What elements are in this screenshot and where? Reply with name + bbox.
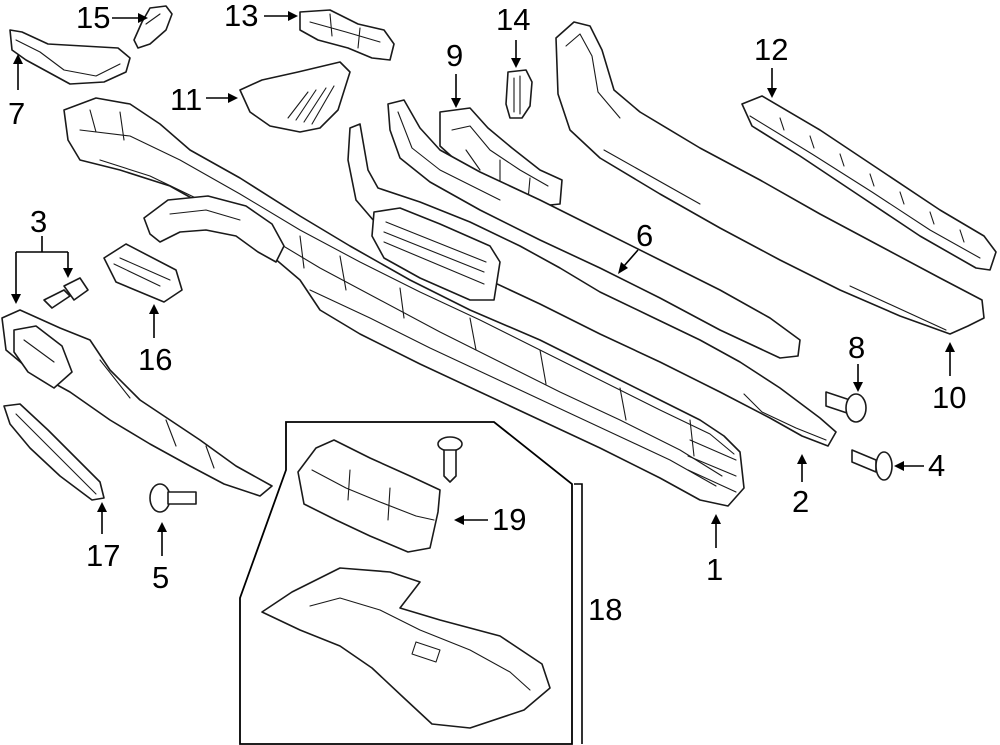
callout-19: 19 [492,502,526,537]
part-12-side-rail [741,95,997,271]
callout-2: 2 [792,484,809,519]
steering-column-shroud [143,195,285,263]
callout-10: 10 [932,380,966,415]
part-18-lower-cover [261,567,551,729]
callout-15: 15 [76,0,110,35]
part-19-bracket [297,439,441,553]
part-4-push-pin [851,449,893,481]
part-15-cover-cap [133,5,173,49]
callout-13: 13 [224,0,258,33]
part-11-grille-cover [239,61,351,133]
part-17-knee-bolster [3,403,105,501]
part-16-vent-housing [103,243,183,303]
leader-lines [11,11,955,744]
part-10-upper-panel [555,21,985,335]
callout-3: 3 [30,204,47,239]
callout-11: 11 [170,82,202,117]
callout-6: 6 [636,218,653,253]
part-8-push-pin [825,391,867,423]
callout-17: 17 [86,538,120,573]
part-6-dash-panel [387,99,801,359]
callout-5: 5 [152,560,169,595]
callout-12: 12 [754,32,788,67]
part-3-screw [43,277,89,309]
callout-14: 14 [496,2,530,37]
part-1-main-beam [63,97,745,507]
part-3-lower-trim-panel [1,309,273,497]
callout-8: 8 [848,330,865,365]
part-14-vent-cap [505,69,533,119]
part-18-detail-frame [239,421,573,745]
part-19-screw [437,436,463,483]
callout-labels: 15 13 14 9 12 7 11 3 6 8 16 10 4 2 19 17… [8,0,966,627]
part-13-bracket [299,9,395,61]
part-7-trim-strip [9,29,131,85]
callout-7: 7 [8,96,25,131]
callout-16: 16 [138,342,172,377]
callout-4: 4 [928,448,945,483]
part-5-push-pin [149,483,197,513]
callout-18: 18 [588,592,622,627]
callout-1: 1 [706,552,723,587]
part-2-lower-dash-panel [347,123,837,447]
callout-9: 9 [446,38,463,73]
